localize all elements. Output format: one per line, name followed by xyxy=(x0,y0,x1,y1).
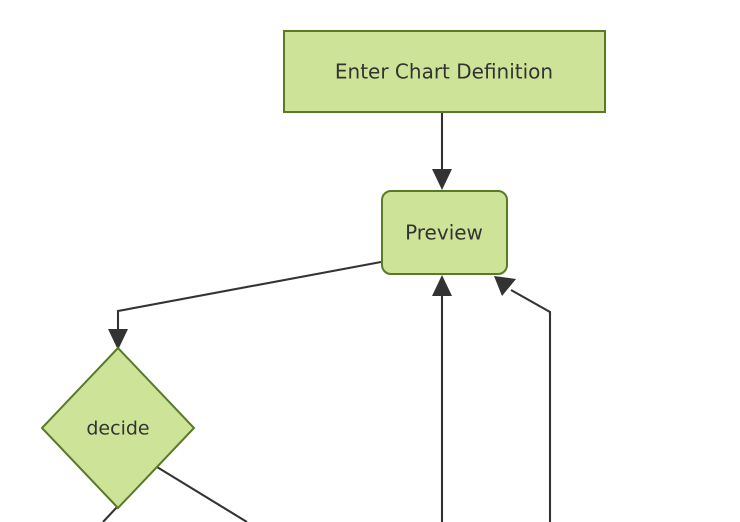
edge-preview-to-decide-arrowhead xyxy=(108,329,128,350)
edge-into-preview-bottom-right-arrowhead xyxy=(494,276,516,296)
node-preview-shape[interactable] xyxy=(381,190,508,275)
node-enter-chart-definition[interactable]: Enter Chart Definition xyxy=(283,30,606,113)
edge-enter-to-preview xyxy=(432,113,452,190)
edge-into-preview-bottom-center xyxy=(432,275,452,522)
node-decide-label: decide xyxy=(86,418,149,440)
edge-decide-bottom-right xyxy=(156,466,248,522)
edge-preview-to-decide xyxy=(108,260,382,350)
edge-layer xyxy=(102,113,552,522)
node-decide[interactable]: decide xyxy=(40,346,196,510)
node-preview-label: Preview xyxy=(405,221,483,245)
node-enter-chart-definition-label: Enter Chart Definition xyxy=(335,60,553,84)
node-decide-shape[interactable] xyxy=(40,346,196,510)
edge-into-preview-bottom-right-line xyxy=(510,289,552,522)
edge-decide-bottom-left xyxy=(102,505,119,522)
edge-decide-bottom-left-line xyxy=(102,505,119,522)
node-layer: Enter Chart Definition Preview decide xyxy=(40,30,606,510)
node-enter-chart-definition-shape[interactable] xyxy=(283,30,606,113)
edge-into-preview-bottom-center-arrowhead xyxy=(432,275,452,296)
edge-preview-to-decide-line xyxy=(116,260,382,339)
edge-enter-to-preview-arrowhead xyxy=(432,169,452,190)
edge-decide-bottom-right-line xyxy=(156,466,248,522)
node-preview[interactable]: Preview xyxy=(381,190,508,275)
edge-into-preview-bottom-right xyxy=(494,276,552,522)
